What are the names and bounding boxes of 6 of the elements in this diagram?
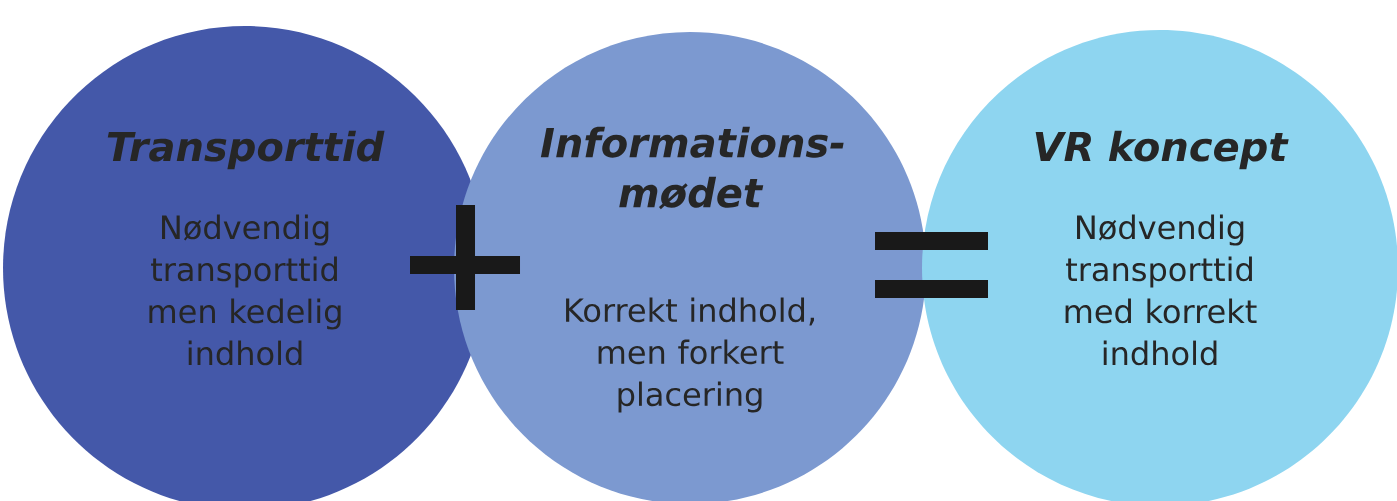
circle-text: Nødvendig transporttid men kedelig indhold	[149, 214, 341, 366]
circle-title: Transporttid	[107, 130, 385, 170]
circle-title: VR koncept	[1035, 130, 1289, 170]
circle-text: Korrekt indhold, men forkert placering	[566, 297, 814, 413]
circle-title: Informations-mødet	[540, 126, 844, 210]
circle-text: Nødvendig transporttid med korrekt indhold	[1065, 214, 1257, 366]
